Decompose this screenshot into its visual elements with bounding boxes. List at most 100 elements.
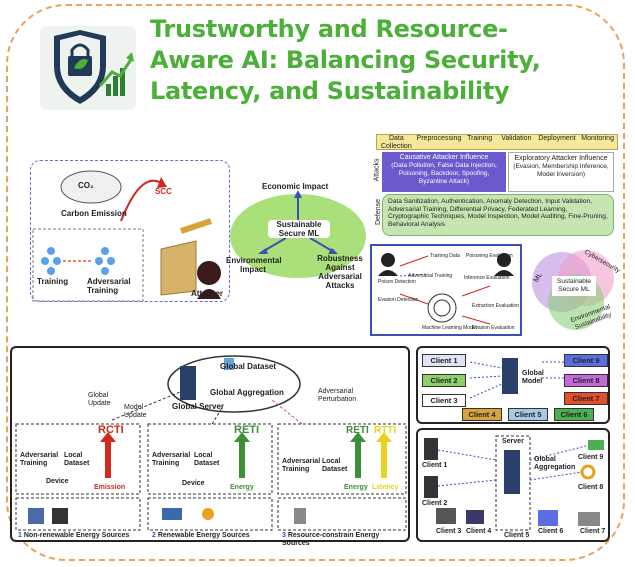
server-label: Server <box>502 438 524 445</box>
bottom-client-3: Client 3 <box>436 528 462 535</box>
bottom-client-6: Client 6 <box>538 528 564 535</box>
num-2-badge: 2 <box>152 532 156 539</box>
poisoning-evaluation-label: Poisoning Evaluation <box>466 253 513 259</box>
attacks-label: Attacks <box>373 158 381 182</box>
energy-label: Energy <box>230 484 254 491</box>
top-client-9: Client 9 <box>564 354 608 367</box>
inference-evaluation-label: Inference Evaluation <box>464 275 510 281</box>
bottom-client-5: Client 5 <box>504 532 530 539</box>
title-line-2: Aware AI: Balancing Security, <box>150 46 541 74</box>
extraction-evaluation-label: Extraction Evaluation <box>472 303 519 309</box>
global-aggregation-label: Global Aggregation <box>210 388 284 397</box>
scc-label: SCC <box>155 187 172 196</box>
threat-model-diagram: Poison Detection Training Data Poisoning… <box>370 244 522 336</box>
non-renewable-label: 1 Non-renewable Energy Sources <box>18 532 129 540</box>
security-logo <box>40 26 136 110</box>
clients-aggregation-panel: Client 1 Client 2 Client 3 Client 4 Clie… <box>416 428 610 542</box>
emission-label: Emission <box>94 484 126 491</box>
stage-training: Training <box>467 135 493 142</box>
co2-label: CO₂ <box>78 181 94 190</box>
latency-label: Latency <box>372 484 399 491</box>
global-server-label: Global Server <box>172 402 225 411</box>
stage-monitoring: Monitoring <box>581 135 614 142</box>
defense-body: Data Sanitization, Authentication, Anoma… <box>388 198 608 228</box>
adversarial-training-label: Adversarial Training <box>87 277 131 295</box>
stage-preprocessing: Preprocessing <box>416 135 462 142</box>
client1-device: Device <box>46 478 69 485</box>
venn-diagram: Cybersecurity ML Sustainable Secure ML E… <box>524 244 621 336</box>
training-data-label: Training Data <box>430 253 460 259</box>
global-model-label: Global Model <box>522 370 544 385</box>
resource-constrain-text: Resource-constrain Energy Sources <box>282 532 380 547</box>
ml-pipeline-panel: Data Collection Preprocessing Training V… <box>368 130 618 240</box>
top-client-7: Client 7 <box>564 392 608 405</box>
num-1-badge: 1 <box>18 532 22 539</box>
top-client-8: Client 8 <box>564 374 608 387</box>
num-3-badge: 3 <box>282 532 286 539</box>
pipeline-stages: Data Collection Preprocessing Training V… <box>376 134 618 150</box>
causative-attack-box: Causative Attacker Influence (Data Pollu… <box>382 152 506 192</box>
client2-adversarial-training: Adversarial Training <box>152 452 191 467</box>
defense-box: Data Sanitization, Authentication, Anoma… <box>382 194 614 236</box>
stage-deployment: Deployment <box>538 135 576 142</box>
venn-center: Sustainable Secure ML <box>557 278 591 293</box>
attacker-label: Attacker <box>191 289 224 298</box>
exploratory-title: Exploratory Attacker Influence <box>514 155 608 162</box>
bottom-global-aggregation: Global Aggregation <box>534 456 576 471</box>
training-label: Training <box>37 277 69 286</box>
economic-impact-label: Economic Impact <box>262 182 329 191</box>
bottom-client-2: Client 2 <box>422 500 448 507</box>
stage-validation: Validation <box>501 135 532 142</box>
environmental-impact-label: Environmental Impact <box>226 256 282 274</box>
rtti-label: RTTI <box>374 425 397 436</box>
page-title: Trustworthy and Resource- Aware AI: Bala… <box>150 14 620 107</box>
exploratory-body: (Evasion, Membership Inference, Model In… <box>513 163 609 178</box>
top-client-1: Client 1 <box>422 354 466 367</box>
global-dataset-label: Global Dataset <box>220 362 277 371</box>
client1-local-dataset: Local Dataset <box>64 452 90 467</box>
bottom-client-8: Client 8 <box>578 484 604 491</box>
clients-global-model-panel: Client 1 Client 2 Client 3 Client 4 Clie… <box>416 346 610 424</box>
ml-model-label: Machine Learning Model <box>422 325 477 331</box>
client3-adversarial-training: Adversarial Training <box>282 458 321 473</box>
bottom-client-9: Client 9 <box>578 454 604 461</box>
top-client-4: Client 4 <box>462 408 502 421</box>
top-client-2: Client 2 <box>422 374 466 387</box>
impact-panel: Economic Impact Sustainable Secure ML En… <box>224 180 372 290</box>
adversarial-perturbation-label: Adversarial Perturbation <box>318 388 357 403</box>
outer-dashed-frame <box>6 4 625 561</box>
client1-adversarial-training: Adversarial Training <box>20 452 59 467</box>
bottom-client-1: Client 1 <box>422 462 448 469</box>
causative-body: (Data Pollution, False Data Injection, P… <box>391 162 497 185</box>
title-line-1: Trustworthy and Resource- <box>150 15 508 43</box>
energy-latency-label: Energy <box>344 484 368 491</box>
bottom-client-7: Client 7 <box>580 528 606 535</box>
carbon-emission-label: Carbon Emission <box>61 209 127 218</box>
bottom-client-4: Client 4 <box>466 528 492 535</box>
client2-device: Device <box>182 480 205 487</box>
evasion-detection-label: Evasion Detection <box>378 297 419 303</box>
carbon-attack-panel: CO₂ SCC Carbon Emission Training Adversa… <box>30 160 230 302</box>
top-client-5: Client 5 <box>508 408 548 421</box>
causative-title: Causative Attacker Influence <box>399 154 489 161</box>
tm-adversarial-training-label: Adversarial Training <box>408 273 453 279</box>
poison-detection-label: Poison Detection <box>378 279 416 285</box>
rcti-label: RCTI <box>98 424 124 436</box>
stage-data-collection: Data Collection <box>380 135 412 150</box>
global-update-label: Global Update <box>88 392 111 407</box>
robustness-label: Robustness Against Adversarial Attacks <box>317 254 363 290</box>
client3-local-dataset: Local Dataset <box>322 458 348 473</box>
non-renewable-text: Non-renewable Energy Sources <box>23 532 130 539</box>
reti-label: RETI <box>234 424 260 436</box>
top-client-6: Client 6 <box>554 408 594 421</box>
renewable-label: 2 Renewable Energy Sources <box>152 532 250 540</box>
title-line-3: Latency, and Sustainability <box>150 77 510 105</box>
top-client-3: Client 3 <box>422 394 466 407</box>
federated-learning-panel: Global Dataset Global Server Global Aggr… <box>10 346 410 547</box>
sustainable-secure-ml-label: Sustainable Secure ML <box>268 220 330 238</box>
model-update-label: Model Update <box>124 404 147 419</box>
reti-label-3: RETI <box>346 425 369 436</box>
exploratory-attack-box: Exploratory Attacker Influence (Evasion,… <box>508 152 614 192</box>
renewable-text: Renewable Energy Sources <box>157 532 250 539</box>
evasion-evaluation-label: Evasion Evaluation <box>472 325 515 331</box>
